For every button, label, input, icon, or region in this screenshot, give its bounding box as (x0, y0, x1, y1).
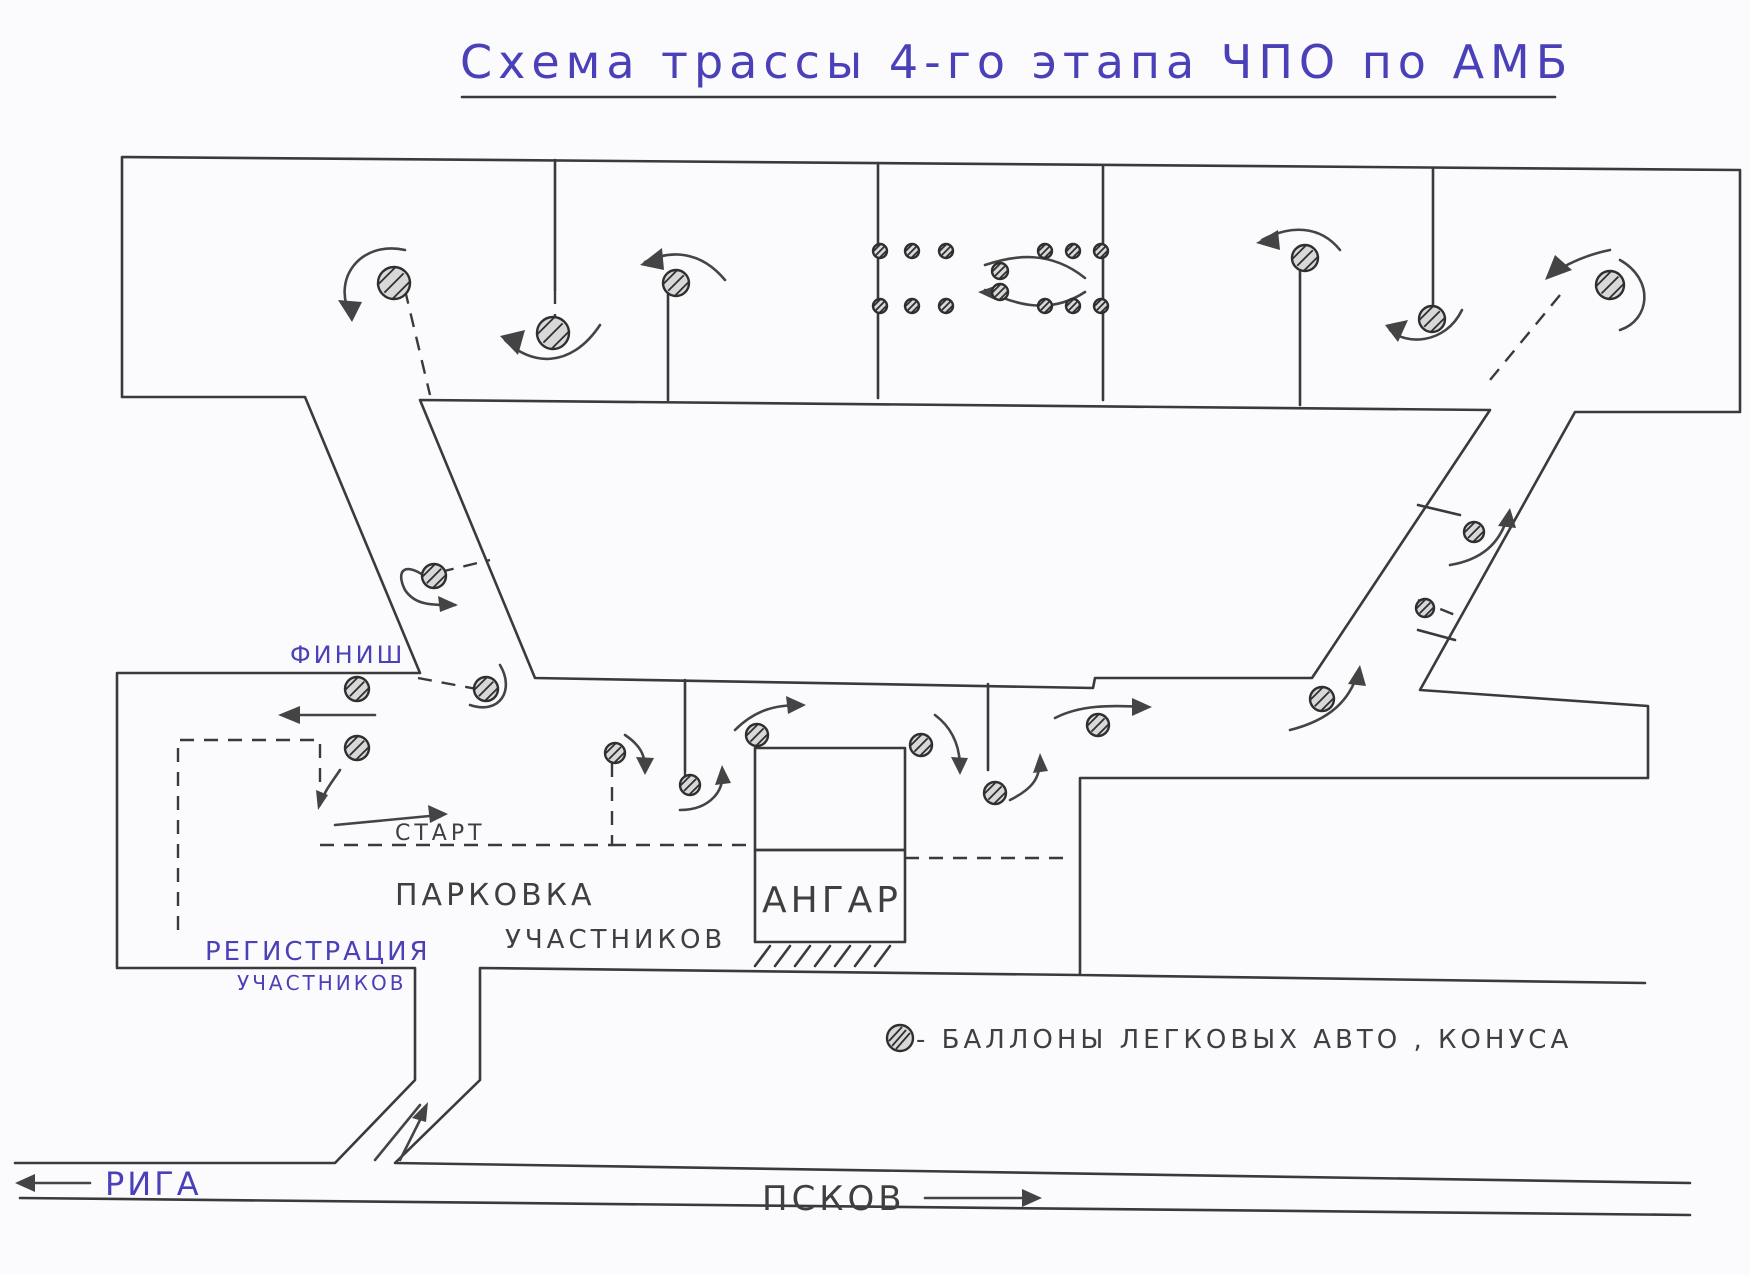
course-direction-arrows (15, 228, 1646, 1207)
tire-marker-5 (1417, 304, 1447, 334)
tire-cone-icon (885, 1023, 915, 1053)
tire-marker-7 (871, 242, 889, 260)
tire-marker-4 (1290, 243, 1320, 273)
tire-marker-31 (1308, 685, 1336, 713)
tire-marker-11 (1064, 242, 1082, 260)
legend-text: - БАЛЛОНЫ ЛЕГКОВЫХ АВТО , КОНУСА (916, 1025, 1572, 1055)
tire-marker-30 (1085, 712, 1111, 738)
section-dividers (553, 158, 1462, 772)
upper-track-outline (13, 155, 1742, 1217)
tire-marker-22 (472, 675, 500, 703)
tire-marker-33 (1414, 597, 1436, 619)
parking-label: ПАРКОВКА (395, 878, 596, 913)
tire-markers (343, 242, 1626, 806)
tire-marker-29 (982, 780, 1008, 806)
tire-marker-12 (1092, 242, 1110, 260)
hangar-building (753, 848, 907, 944)
legend: - БАЛЛОНЫ ЛЕГКОВЫХ АВТО , КОНУСА (885, 1023, 1572, 1055)
tire-marker-16 (1036, 297, 1054, 315)
tire-marker-32 (1462, 520, 1486, 544)
diagram-title: Схема трассы 4-го этапа ЧПО по АМБ (460, 35, 1573, 89)
course-dashed-guides (176, 289, 1561, 930)
finish-label: ФИНИШ (290, 641, 405, 669)
tire-marker-25 (603, 741, 627, 765)
registration-label-2: УЧАСТНИКОВ (237, 971, 406, 995)
riga-label: РИГА (105, 1165, 202, 1203)
tire-marker-27 (744, 722, 770, 748)
tire-marker-14 (903, 297, 921, 315)
tire-marker-20 (990, 282, 1010, 302)
tire-marker-18 (1092, 297, 1110, 315)
registration-label: РЕГИСТРАЦИЯ (205, 937, 431, 967)
tire-marker-17 (1064, 297, 1082, 315)
tire-marker-21 (420, 562, 448, 590)
tire-marker-13 (871, 297, 889, 315)
tire-marker-23 (343, 675, 371, 703)
tire-marker-1 (376, 265, 412, 301)
tire-marker-28 (908, 732, 934, 758)
hangar-upper-block (753, 746, 907, 852)
tire-marker-6 (1594, 269, 1626, 301)
tire-marker-3 (661, 268, 691, 298)
tire-marker-2 (535, 315, 571, 351)
hangar-label: АНГАР (762, 880, 902, 921)
tire-marker-26 (678, 773, 702, 797)
hangar-hatching (753, 944, 892, 968)
tire-marker-10 (1036, 242, 1054, 260)
tire-marker-24 (343, 734, 371, 762)
start-label: СТАРТ (395, 821, 486, 846)
pskov-label: ПСКОВ (762, 1179, 906, 1219)
tire-marker-8 (903, 242, 921, 260)
tire-marker-15 (937, 297, 955, 315)
tire-marker-9 (937, 242, 955, 260)
tire-marker-19 (990, 261, 1010, 281)
parking-label-2: УЧАСТНИКОВ (505, 925, 726, 955)
